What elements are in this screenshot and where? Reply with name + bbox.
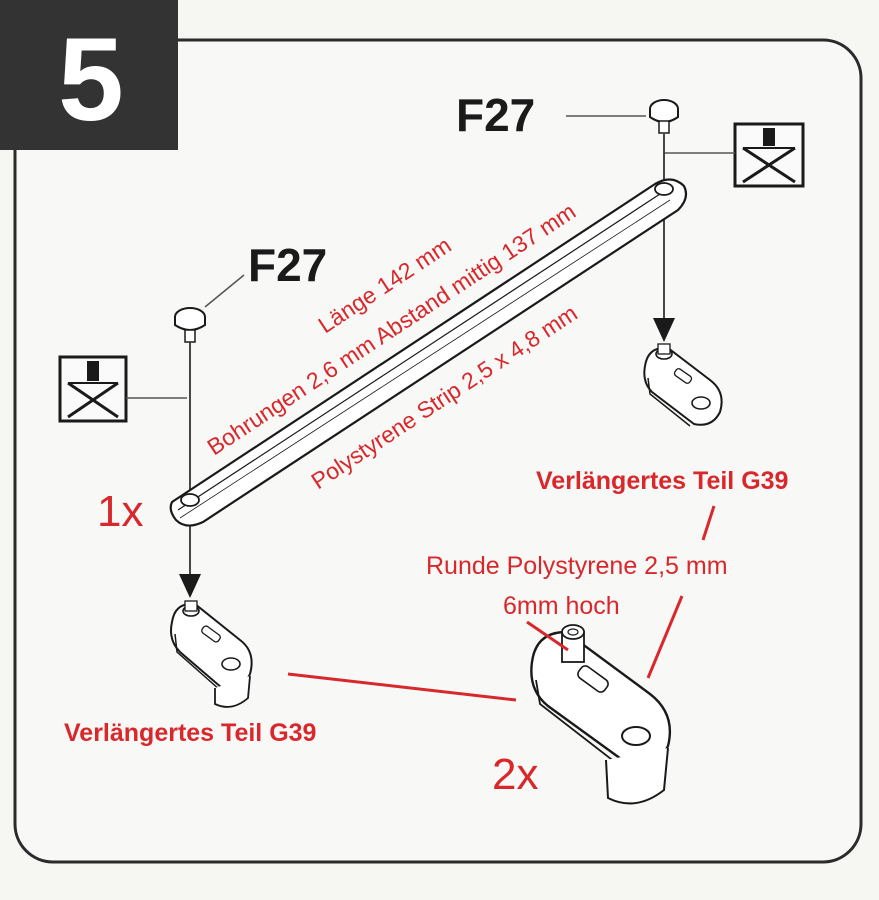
red-pointer-part-upper <box>701 505 716 541</box>
no-glue-icon <box>733 122 805 188</box>
red-pointer-part <box>646 595 684 679</box>
rod-label-line1: Runde Polystyrene 2,5 mm <box>426 552 728 580</box>
step-number: 5 <box>58 14 124 146</box>
step-box: 5 <box>0 0 178 150</box>
red-connector-line <box>287 672 517 702</box>
part-code-left: F27 <box>248 239 327 291</box>
part-g39-left <box>170 600 253 708</box>
pin-part-left <box>174 307 206 343</box>
count-parts: 2x <box>492 750 538 799</box>
part-label-right: Verlängertes Teil G39 <box>536 467 788 495</box>
leader-line-left <box>204 274 245 308</box>
no-glue-icon <box>58 355 128 423</box>
part-code-top: F27 <box>456 89 535 141</box>
red-pointer-rod <box>526 620 569 652</box>
part-label-left: Verlängertes Teil G39 <box>64 719 316 747</box>
arrow-down-icon <box>653 318 675 342</box>
arrow-down-icon <box>179 574 201 598</box>
polystyrene-strip <box>169 178 688 527</box>
part-g39-detail <box>530 624 672 805</box>
part-g39-right <box>643 343 723 427</box>
pin-part-top <box>649 99 679 134</box>
rod-label-line2: 6mm hoch <box>503 592 620 620</box>
count-strip: 1x <box>97 487 143 536</box>
